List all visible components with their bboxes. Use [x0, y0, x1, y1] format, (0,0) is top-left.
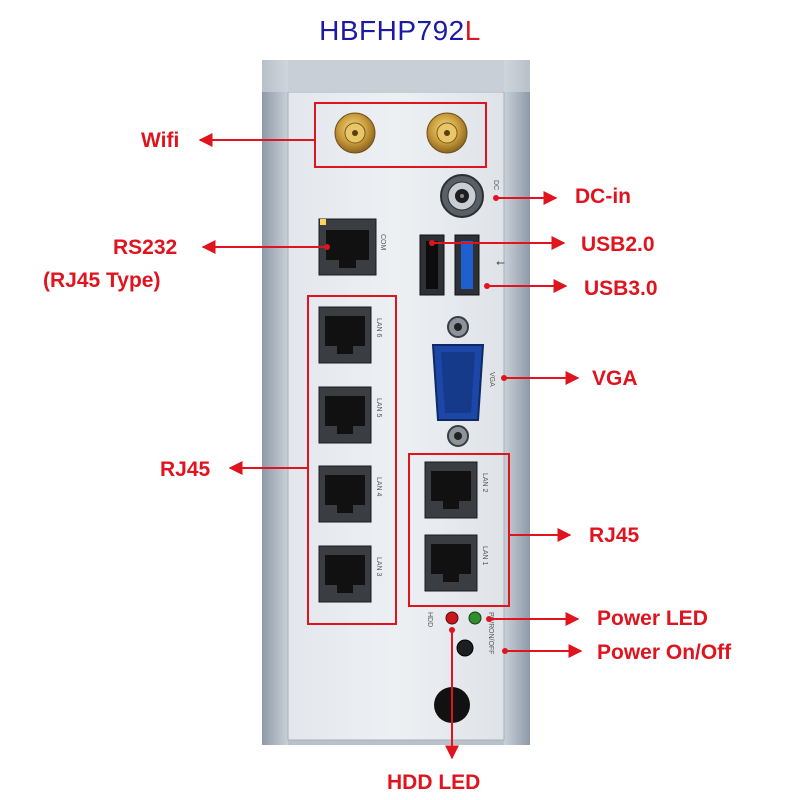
model-title: HBFHP792L — [0, 15, 800, 47]
power-led-label: Power LED — [597, 607, 708, 630]
rs232-label: RS232 — [113, 236, 178, 259]
wifi-connector-2 — [426, 112, 468, 154]
onoff-panel-label: ON/OFF — [487, 628, 494, 654]
lan3-panel-label: LAN 3 — [375, 557, 382, 577]
hdd-led: HDD — [426, 611, 459, 627]
rs232-sub-label: (RJ45 Type) — [43, 269, 161, 292]
hdd-led-label: HDD LED — [387, 771, 481, 794]
vga-label: VGA — [592, 367, 638, 390]
lan1-panel-label: LAN 1 — [481, 546, 488, 566]
chassis-right-rail — [504, 60, 530, 745]
callout-arrows — [198, 133, 583, 760]
lan4-port: LAN 4 — [318, 465, 382, 523]
lan6-panel-label: LAN 6 — [375, 318, 382, 338]
rj45-right-callout-box — [408, 453, 510, 607]
lan4-panel-label: LAN 4 — [375, 477, 382, 497]
com-panel-label: COM — [379, 234, 386, 251]
wifi-callout-box — [314, 102, 487, 168]
lan5-panel-label: LAN 5 — [375, 398, 382, 418]
rj45-left-label: RJ45 — [160, 458, 211, 481]
dc-panel-label: DC — [492, 180, 499, 190]
hdd-panel-label: HDD — [426, 612, 433, 627]
usb3-label: USB3.0 — [584, 277, 658, 300]
lan5-port: LAN 5 — [318, 386, 382, 444]
rj45-left-callout-box — [307, 295, 397, 625]
usb-icon: ⭠ — [496, 256, 505, 269]
vga-panel-label: VGA — [488, 372, 495, 387]
dc-in-label: DC-in — [575, 185, 631, 208]
com-port: COM — [318, 218, 386, 276]
dc-in-jack: DC — [440, 174, 499, 218]
model-name: HBFHP792 — [319, 15, 465, 46]
power-button[interactable]: ON/OFF — [456, 628, 494, 657]
wifi-connector-1 — [334, 112, 376, 154]
lan2-port: LAN 2 — [424, 461, 488, 519]
callout-boxes — [307, 102, 510, 625]
chassis-left-rail — [262, 60, 288, 745]
rj45-right-label: RJ45 — [589, 524, 640, 547]
vga-port: VGA — [431, 316, 495, 447]
usb2-label: USB2.0 — [581, 233, 655, 256]
wifi-label: Wifi — [141, 129, 180, 152]
lan6-port: LAN 6 — [318, 306, 382, 364]
lan3-port: LAN 3 — [318, 545, 382, 603]
lan1-port: LAN 1 — [424, 534, 488, 592]
lan2-panel-label: LAN 2 — [481, 473, 488, 493]
power-onoff-label: Power On/Off — [597, 641, 732, 664]
usb3-port: ⭠ — [454, 234, 505, 296]
model-suffix: L — [464, 15, 481, 46]
